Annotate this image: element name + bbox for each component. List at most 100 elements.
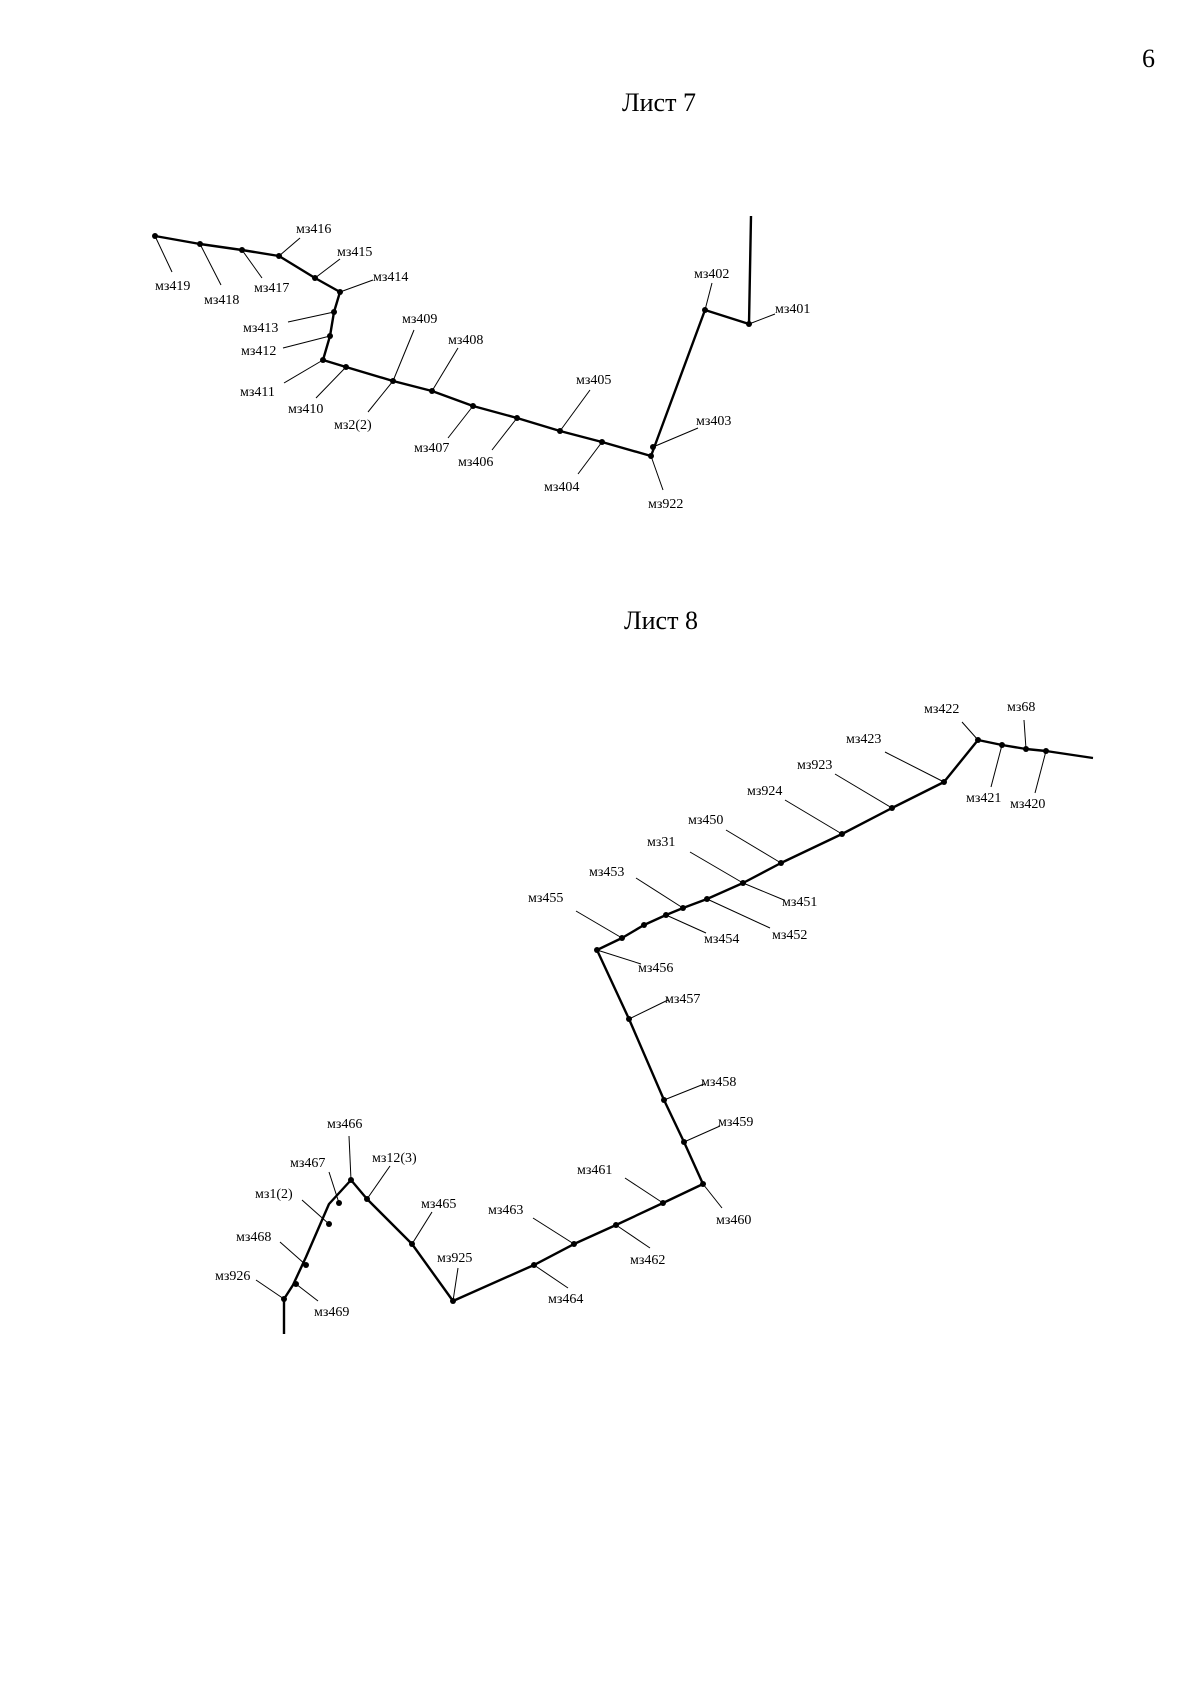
point-label: мз925 [437, 1251, 472, 1266]
point-label: мз402 [694, 267, 729, 282]
point-p413: мз413 [243, 309, 337, 336]
point-p421: мз421 [966, 742, 1005, 806]
point-label: мз468 [236, 1230, 271, 1245]
point-p924: мз924 [747, 784, 845, 837]
point-p463: мз463 [488, 1203, 577, 1247]
point-label: мз421 [966, 791, 1001, 806]
point-label: мз469 [314, 1305, 349, 1320]
point-label: мз461 [577, 1163, 612, 1178]
point-label: мз411 [240, 385, 275, 400]
point-p458: мз458 [661, 1075, 736, 1103]
point-p403: мз403 [650, 414, 731, 450]
point-label: мз413 [243, 321, 278, 336]
point-label: мз463 [488, 1203, 523, 1218]
point-label: мз68 [1007, 700, 1035, 715]
point-p412: мз412 [241, 333, 333, 359]
point-label: мз457 [665, 992, 700, 1007]
point-p368: мз68 [1007, 700, 1035, 752]
point-p409: мз409 [390, 312, 437, 384]
point-p407: мз407 [414, 403, 476, 456]
point-p406: мз406 [458, 415, 520, 470]
sheet-8-diagram: мз422 мз68 мз423 мз421 мз420 мз923 мз924 [215, 700, 1094, 1334]
page-number: 6 [1142, 44, 1155, 73]
point-p402: мз402 [694, 267, 729, 313]
point-label: мз410 [288, 402, 323, 417]
point-p462: мз462 [613, 1222, 665, 1268]
point-label: мз31 [647, 835, 675, 850]
point-p416: мз416 [276, 222, 331, 259]
point-p450: мз450 [688, 813, 784, 866]
point-p455: мз455 [528, 891, 647, 941]
point-p417: мз417 [239, 247, 289, 296]
point-p459: мз459 [681, 1115, 753, 1145]
point-label: мз1(2) [255, 1187, 293, 1202]
point-label: мз465 [421, 1197, 456, 1212]
point-label: мз452 [772, 928, 807, 943]
point-label: мз418 [204, 293, 239, 308]
point-label: мз406 [458, 455, 493, 470]
sheet-7-diagram: мз419 мз418 мз417 мз416 мз415 мз414 мз41… [152, 215, 810, 512]
point-p423: мз423 [846, 732, 947, 785]
point-p408: мз408 [429, 333, 483, 394]
point-p467: мз467 [290, 1156, 342, 1206]
point-label: мз409 [402, 312, 437, 327]
point-label: мз454 [704, 932, 739, 947]
point-label: мз922 [648, 497, 683, 512]
point-p925: мз925 [437, 1251, 472, 1304]
point-label: мз466 [327, 1117, 362, 1132]
point-p422: мз422 [924, 702, 981, 743]
point-label: мз467 [290, 1156, 325, 1171]
point-p465: мз465 [409, 1197, 456, 1247]
sheet-8-title: Лист 8 [624, 606, 698, 635]
point-p922: мз922 [648, 453, 683, 512]
point-p461: мз461 [577, 1163, 666, 1206]
point-p31_2: мз1(2) [255, 1187, 332, 1227]
point-p410: мз410 [288, 364, 349, 417]
point-label: мз416 [296, 222, 331, 237]
point-p923: мз923 [797, 758, 895, 811]
point-p31: мз31 [647, 835, 746, 886]
point-label: мз451 [782, 895, 817, 910]
point-label: мз419 [155, 279, 190, 294]
point-p464: мз464 [531, 1262, 583, 1307]
point-label: мз460 [716, 1213, 751, 1228]
point-label: мз450 [688, 813, 723, 828]
point-p419: мз419 [152, 233, 190, 294]
point-label: мз412 [241, 344, 276, 359]
point-label: мз415 [337, 245, 372, 260]
point-label: мз462 [630, 1253, 665, 1268]
point-label: мз456 [638, 961, 673, 976]
point-label: мз2(2) [334, 418, 372, 433]
route-line [282, 738, 1094, 1303]
point-label: мз420 [1010, 797, 1045, 812]
point-label: мз459 [718, 1115, 753, 1130]
point-label: мз417 [254, 281, 289, 296]
point-p32_2: мз2(2) [334, 380, 394, 433]
point-label: мз926 [215, 1269, 250, 1284]
point-p405: мз405 [557, 373, 611, 434]
point-label: мз453 [589, 865, 624, 880]
point-label: мз12(3) [372, 1151, 417, 1166]
point-label: мз401 [775, 302, 810, 317]
point-p411: мз411 [240, 357, 326, 400]
point-label: мз923 [797, 758, 832, 773]
point-label: мз403 [696, 414, 731, 429]
point-label: мз924 [747, 784, 782, 799]
point-p418: мз418 [197, 241, 239, 308]
route-line [154, 215, 753, 458]
point-p404: мз404 [544, 439, 605, 495]
point-p312_3: мз12(3) [364, 1151, 417, 1202]
point-label: мз423 [846, 732, 881, 747]
point-p468: мз468 [236, 1230, 309, 1268]
point-p414: мз414 [337, 270, 408, 295]
point-p469: мз469 [295, 1283, 349, 1320]
point-label: мз404 [544, 480, 579, 495]
point-label: мз422 [924, 702, 959, 717]
point-p456: мз456 [594, 947, 673, 976]
point-p466: мз466 [327, 1117, 362, 1183]
point-p420: мз420 [1010, 748, 1049, 812]
point-label: мз464 [548, 1292, 583, 1307]
point-p460: мз460 [700, 1181, 751, 1228]
point-p457: мз457 [626, 992, 700, 1022]
